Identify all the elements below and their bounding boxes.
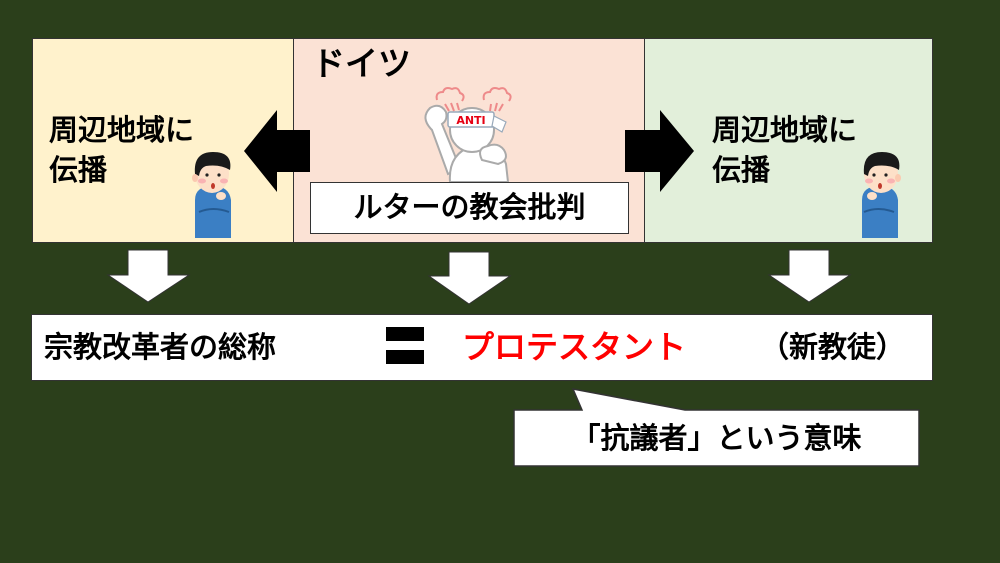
arrow-down-icon (106, 249, 191, 303)
luther-criticism-label: ルターの教会批判 (310, 182, 629, 234)
right-spread-line2: 伝播 (712, 153, 771, 187)
left-spread-line2: 伝播 (49, 153, 108, 187)
callout-text: 「抗議者」という意味 (571, 421, 862, 455)
protestant-gloss: （新教徒） (760, 330, 906, 364)
arrow-down-icon (767, 249, 852, 303)
left-spread-line1: 周辺地域に (49, 113, 195, 147)
left-spread-text: 周辺地域に 伝播 (49, 110, 194, 190)
right-spread-text: 周辺地域に 伝播 (712, 110, 857, 190)
reformers-term: 宗教改革者の総称 (44, 330, 277, 364)
right-spread-line1: 周辺地域に (712, 113, 858, 147)
right-region-panel: 周辺地域に 伝播 (644, 38, 933, 243)
protestant-term: プロテスタント (462, 328, 687, 366)
left-region-panel: 周辺地域に 伝播 (32, 38, 294, 243)
country-label: ドイツ (312, 44, 411, 83)
result-box: 宗教改革者の総称 プロテスタント （新教徒） (31, 314, 933, 381)
arrow-down-icon (427, 251, 512, 305)
